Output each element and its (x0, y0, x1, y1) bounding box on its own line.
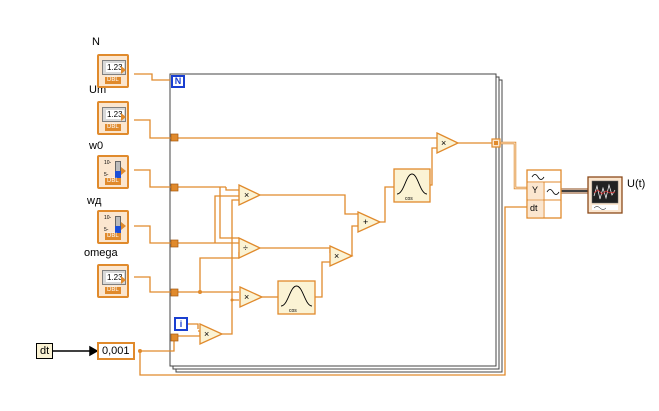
multiply-node-2[interactable]: × (329, 244, 354, 268)
dbl-tag: DBL (105, 124, 121, 131)
dbl-tag: DBL (105, 233, 121, 240)
dt-value-constant[interactable]: 0,001 (97, 342, 135, 360)
add-node[interactable]: + (357, 210, 382, 234)
dbl-tag: DBL (105, 77, 121, 84)
output-arrow-icon (121, 66, 126, 74)
cos-label: cos (405, 196, 413, 202)
wd-control-label: wд (87, 195, 102, 207)
omega-numeric-control[interactable]: 1.23 DBL (97, 264, 129, 298)
waveform-wire-pattern (561, 188, 588, 194)
scale-bottom: 5- (104, 172, 109, 178)
divide-symbol: ÷ (243, 243, 248, 253)
graph-plot-icon (593, 183, 616, 200)
slider-fill (115, 226, 121, 234)
input-tunnels[interactable] (170, 133, 179, 342)
cos-label: cos (289, 308, 297, 314)
build-waveform-node[interactable] (526, 169, 562, 219)
cos-node-upper[interactable]: cos (393, 168, 431, 203)
wd-slide-control[interactable]: 10- 5- DBL (97, 210, 129, 244)
multiply-node-final[interactable]: × (436, 131, 460, 155)
multiply-symbol: × (334, 251, 339, 261)
scale-bottom: 5- (104, 227, 109, 233)
output-arrow-icon (121, 167, 126, 175)
output-arrow-icon (121, 113, 126, 121)
loop-iteration-terminal[interactable]: i (174, 317, 188, 331)
w0-control-label: w0 (89, 140, 104, 152)
multiply-node-3[interactable]: × (239, 285, 264, 309)
output-tunnel[interactable] (491, 138, 501, 148)
for-loop-structure[interactable] (169, 73, 503, 373)
cos-curve-icon (396, 173, 428, 195)
w0-slide-control[interactable]: 10- 5- DBL (97, 155, 129, 189)
n-value: 1.23 (106, 63, 124, 72)
cos-curve-icon (280, 285, 313, 307)
waveform-icon (531, 174, 545, 180)
slider-scale: 10- 5- (104, 160, 124, 180)
output-arrow-icon (121, 276, 126, 284)
omega-value: 1.23 (106, 273, 124, 282)
waveform-graph-indicator[interactable] (587, 176, 623, 214)
um-numeric-control[interactable]: 1.23 DBL (97, 101, 129, 135)
waveform-dt-label: dt (530, 203, 538, 213)
multiply-node-1[interactable]: × (238, 183, 262, 207)
slider-scale: 10- 5- (104, 215, 124, 235)
n-control-label: N (92, 36, 100, 48)
multiply-symbol: × (441, 138, 446, 148)
dt-terminal[interactable]: dt (36, 343, 54, 359)
wire-junctions (138, 290, 234, 353)
waveform-output-icon (546, 189, 560, 195)
dbl-tag: DBL (105, 178, 121, 185)
loop-count-terminal[interactable]: N (171, 75, 185, 88)
output-arrow-icon (121, 222, 126, 230)
scale-top: 10- (104, 160, 112, 166)
slider-fill (115, 171, 121, 179)
omega-control-label: omega (84, 247, 118, 259)
multiply-symbol: × (244, 292, 249, 302)
add-symbol: + (363, 217, 368, 227)
dbl-tag: DBL (105, 287, 121, 294)
n-numeric-control[interactable]: 1.23 DBL (97, 54, 129, 88)
multiply-node-i-dt[interactable]: × (199, 322, 224, 346)
um-value: 1.23 (106, 110, 124, 119)
multiply-symbol: × (244, 190, 249, 200)
scale-top: 10- (104, 215, 112, 221)
divide-node[interactable]: ÷ (238, 236, 262, 260)
cos-node-lower[interactable]: cos (277, 280, 316, 315)
waveform-y-label: Y (532, 185, 539, 195)
multiply-symbol: × (204, 329, 209, 339)
output-label: U(t) (627, 178, 646, 190)
black-wires (53, 190, 588, 357)
